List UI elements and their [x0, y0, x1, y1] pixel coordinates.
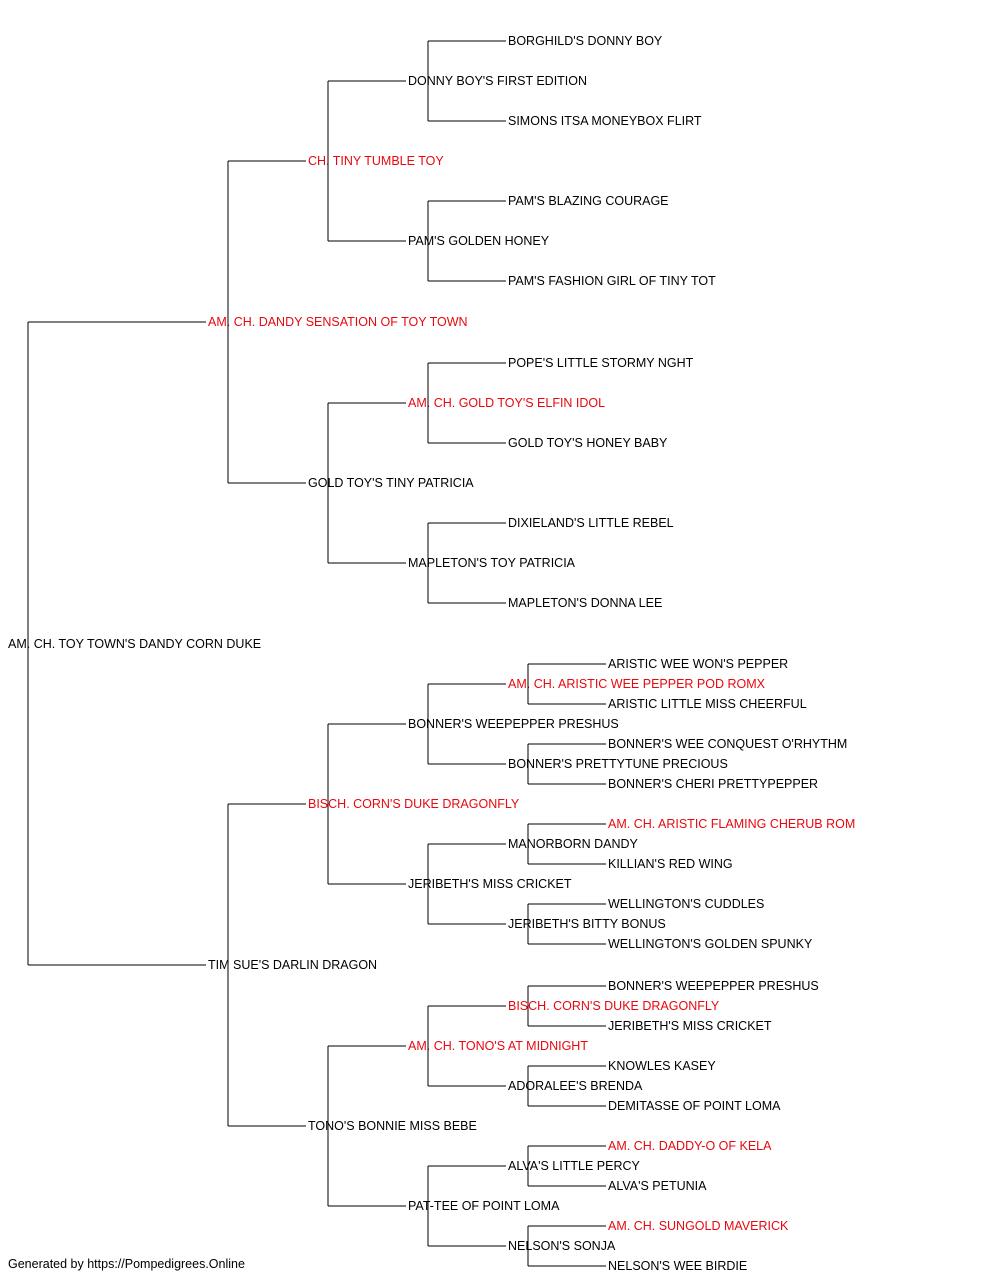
dog-name-root-d-s-d-d: JERIBETH'S BITTY BONUS	[508, 917, 666, 931]
dog-name-root: AM. CH. TOY TOWN'S DANDY CORN DUKE	[8, 637, 261, 651]
dog-name-root-d-s-s-d-s: BONNER'S WEE CONQUEST O'RHYTHM	[608, 737, 847, 751]
dog-name-root-d-d-s-d-s: KNOWLES KASEY	[608, 1059, 716, 1073]
dog-name-root-s-s: CH. TINY TUMBLE TOY	[308, 154, 444, 168]
dog-name-root-d-s-s-s-d: ARISTIC LITTLE MISS CHEERFUL	[608, 697, 807, 711]
dog-name-root-d: TIM SUE'S DARLIN DRAGON	[208, 958, 377, 972]
dog-name-root-s-s-s-d: SIMONS ITSA MONEYBOX FLIRT	[508, 114, 702, 128]
footer-credit: Generated by https://Pompedigrees.Online	[8, 1257, 245, 1271]
dog-name-root-d-s-d-s-d: KILLIAN'S RED WING	[608, 857, 733, 871]
dog-name-root-d-s-s-d: BONNER'S PRETTYTUNE PRECIOUS	[508, 757, 728, 771]
dog-name-root-s-d-s-s: POPE'S LITTLE STORMY NGHT	[508, 356, 694, 370]
dog-name-root-d-d-d-s-d: ALVA'S PETUNIA	[608, 1179, 707, 1193]
dog-name-root-s-s-d-s: PAM'S BLAZING COURAGE	[508, 194, 669, 208]
dog-name-root-s-s-s: DONNY BOY'S FIRST EDITION	[408, 74, 587, 88]
dog-name-root-d-s-d-s-s: AM. CH. ARISTIC FLAMING CHERUB ROM	[608, 817, 855, 831]
dog-name-root-d-s-s: BONNER'S WEEPEPPER PRESHUS	[408, 717, 619, 731]
dog-name-root-s-s-d: PAM'S GOLDEN HONEY	[408, 234, 550, 248]
dog-name-root-d-d-d: PAT-TEE OF POINT LOMA	[408, 1199, 560, 1213]
dog-name-root-s-d-d-s: DIXIELAND'S LITTLE REBEL	[508, 516, 674, 530]
dog-name-root-d-d-s-s-d: JERIBETH'S MISS CRICKET	[608, 1019, 772, 1033]
dog-name-root-d-d-d-s-s: AM. CH. DADDY-O OF KELA	[608, 1139, 772, 1153]
dog-name-root-d-s-d-d-s: WELLINGTON'S CUDDLES	[608, 897, 764, 911]
dog-name-root-d-d: TONO'S BONNIE MISS BEBE	[308, 1119, 477, 1133]
dog-name-root-d-s-s-d-d: BONNER'S CHERI PRETTYPEPPER	[608, 777, 818, 791]
dog-name-root-d-d-s-s-s: BONNER'S WEEPEPPER PRESHUS	[608, 979, 819, 993]
dog-name-root-s-d-s: AM. CH. GOLD TOY'S ELFIN IDOL	[408, 396, 605, 410]
dog-name-root-d-s-d-s: MANORBORN DANDY	[508, 837, 639, 851]
dog-name-root-d-s-s-s: AM. CH. ARISTIC WEE PEPPER POD ROMX	[508, 677, 766, 691]
dog-name-root-d-d-d-d: NELSON'S SONJA	[508, 1239, 616, 1253]
dog-name-root-d-d-d-d-s: AM. CH. SUNGOLD MAVERICK	[608, 1219, 789, 1233]
dog-name-root-d-s-d: JERIBETH'S MISS CRICKET	[408, 877, 572, 891]
dog-name-root-s-s-d-d: PAM'S FASHION GIRL OF TINY TOT	[508, 274, 716, 288]
dog-name-root-s-d-s-d: GOLD TOY'S HONEY BABY	[508, 436, 668, 450]
dog-name-root-s-d-d: MAPLETON'S TOY PATRICIA	[408, 556, 576, 570]
dog-name-root-d-d-d-s: ALVA'S LITTLE PERCY	[508, 1159, 640, 1173]
dog-name-root-d-d-s-d: ADORALEE'S BRENDA	[508, 1079, 643, 1093]
dog-name-root-s-d-d-d: MAPLETON'S DONNA LEE	[508, 596, 662, 610]
dog-name-root-d-s-d-d-d: WELLINGTON'S GOLDEN SPUNKY	[608, 937, 813, 951]
dog-name-root-d-d-s: AM. CH. TONO'S AT MIDNIGHT	[408, 1039, 588, 1053]
dog-name-root-d-s: BISCH. CORN'S DUKE DRAGONFLY	[308, 797, 520, 811]
dog-name-root-s: AM. CH. DANDY SENSATION OF TOY TOWN	[208, 315, 468, 329]
dog-name-root-s-d: GOLD TOY'S TINY PATRICIA	[308, 476, 474, 490]
dog-name-root-d-s-s-s-s: ARISTIC WEE WON'S PEPPER	[608, 657, 788, 671]
dog-name-root-d-d-s-s: BISCH. CORN'S DUKE DRAGONFLY	[508, 999, 720, 1013]
dog-name-root-d-d-s-d-d: DEMITASSE OF POINT LOMA	[608, 1099, 781, 1113]
dog-name-root-d-d-d-d-d: NELSON'S WEE BIRDIE	[608, 1259, 747, 1273]
dog-name-root-s-s-s-s: BORGHILD'S DONNY BOY	[508, 34, 663, 48]
